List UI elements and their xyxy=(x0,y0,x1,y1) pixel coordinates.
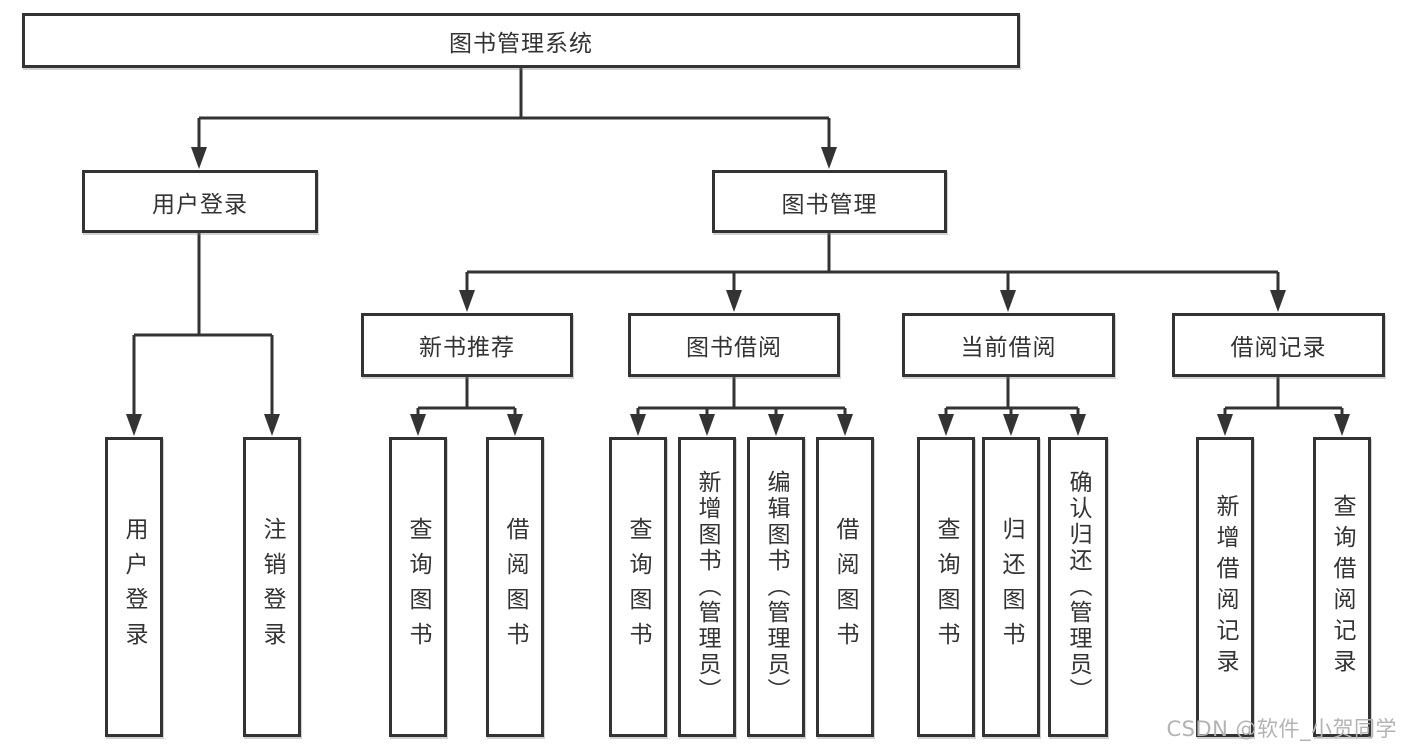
leaf-logout: 注销登录 xyxy=(243,437,301,737)
leaf-query-books-1: 查询图书 xyxy=(389,437,447,737)
node-current-borrowing: 当前借阅 xyxy=(902,313,1115,377)
node-label: 用户登录 xyxy=(152,191,248,218)
node-new-book-recommend: 新书推荐 xyxy=(361,313,573,377)
node-label: 新增借阅记录 xyxy=(1212,494,1238,680)
leaf-query-books-3: 查询图书 xyxy=(917,437,975,737)
leaf-borrow-books-2: 借阅图书 xyxy=(816,437,874,737)
leaf-confirm-return-admin: 确认归还（管理员） xyxy=(1048,437,1108,737)
csdn-watermark: CSDN @软件_小贺同学 xyxy=(1166,717,1397,741)
node-label: 确认归还（管理员） xyxy=(1065,470,1091,704)
node-borrowing-records: 借阅记录 xyxy=(1172,313,1385,377)
leaf-user-login: 用户登录 xyxy=(105,437,163,737)
node-library-management-system: 图书管理系统 xyxy=(22,13,1020,68)
node-label: 注销登录 xyxy=(259,517,285,657)
node-user-login: 用户登录 xyxy=(82,170,318,233)
node-label: 查询图书 xyxy=(933,517,959,657)
leaf-query-borrow-record: 查询借阅记录 xyxy=(1313,437,1371,737)
node-label: 用户登录 xyxy=(121,517,147,657)
node-label: 查询图书 xyxy=(625,517,651,657)
node-label: 新增图书（管理员） xyxy=(694,470,720,704)
node-label: 归还图书 xyxy=(998,517,1024,657)
node-label: 图书借阅 xyxy=(686,335,782,361)
node-book-management: 图书管理 xyxy=(712,170,947,233)
leaf-borrow-books-1: 借阅图书 xyxy=(486,437,544,737)
leaf-add-borrow-record: 新增借阅记录 xyxy=(1196,437,1254,737)
node-label: 查询借阅记录 xyxy=(1329,494,1355,680)
leaf-return-books: 归还图书 xyxy=(982,437,1040,737)
node-label: 图书管理系统 xyxy=(449,30,593,57)
node-book-borrowing: 图书借阅 xyxy=(628,313,840,377)
node-label: 借阅记录 xyxy=(1230,335,1327,361)
arrowheads xyxy=(126,147,1350,436)
node-label: 借阅图书 xyxy=(832,517,858,657)
node-label: 新书推荐 xyxy=(419,335,515,361)
node-label: 借阅图书 xyxy=(502,517,528,657)
node-label: 图书管理 xyxy=(781,191,878,218)
node-label: 查询图书 xyxy=(405,517,431,657)
leaf-edit-books-admin: 编辑图书（管理员） xyxy=(747,437,805,737)
node-label: 编辑图书（管理员） xyxy=(763,470,789,704)
leaf-query-books-2: 查询图书 xyxy=(609,437,667,737)
leaf-add-books-admin: 新增图书（管理员） xyxy=(678,437,736,737)
node-label: 当前借阅 xyxy=(960,335,1057,361)
